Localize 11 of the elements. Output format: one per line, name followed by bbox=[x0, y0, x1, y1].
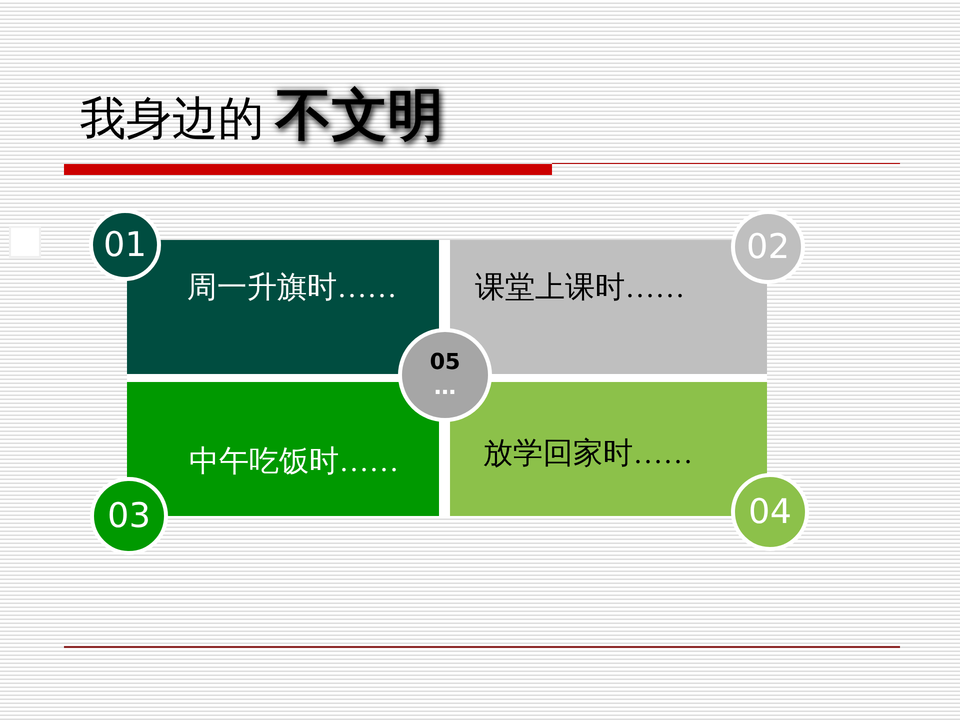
circle-number: 04 bbox=[748, 493, 792, 531]
circle-number: 01 bbox=[103, 226, 147, 264]
circle-number: 02 bbox=[746, 228, 790, 266]
slide-title: 我身边的 不文明 bbox=[80, 84, 444, 149]
panel-text: 课堂上课时…… bbox=[475, 270, 685, 306]
circle-number: 05 bbox=[430, 350, 460, 376]
ellipsis-text: … bbox=[434, 376, 456, 400]
panel-text: 放学回家时…… bbox=[483, 436, 693, 472]
panel-text: 中午吃饭时…… bbox=[189, 444, 399, 480]
panel-text: 周一升旗时…… bbox=[187, 270, 397, 306]
circle-number: 03 bbox=[107, 497, 151, 535]
